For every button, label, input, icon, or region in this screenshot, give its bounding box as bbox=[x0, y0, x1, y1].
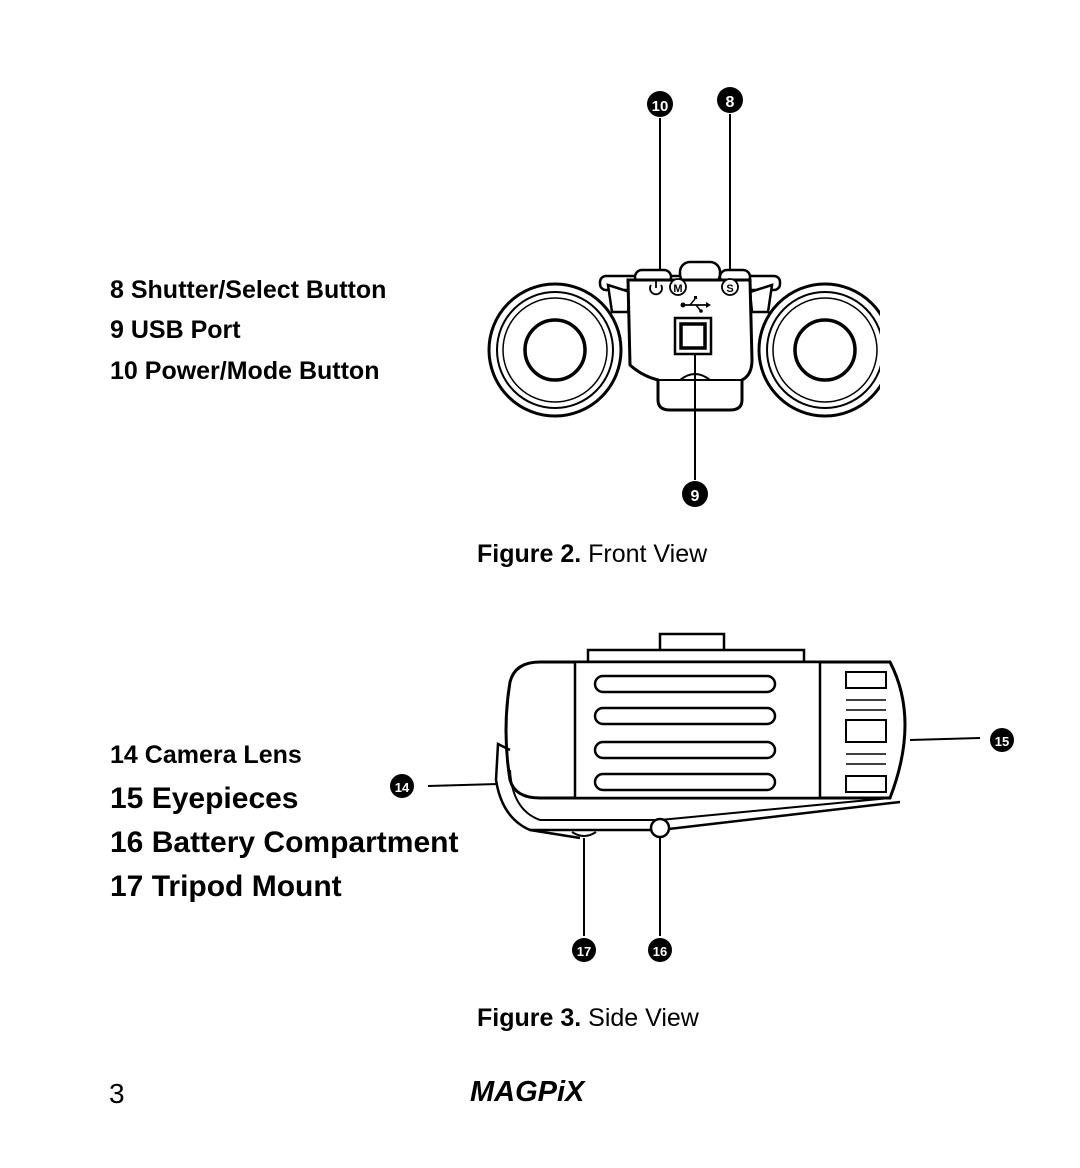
svg-text:10: 10 bbox=[652, 98, 669, 115]
page-number: 3 bbox=[109, 1078, 125, 1109]
svg-text:16: 16 bbox=[653, 944, 667, 959]
right-eyepiece bbox=[757, 282, 880, 418]
callout-8: 8 bbox=[717, 87, 743, 275]
callout-14: 14 bbox=[390, 774, 499, 798]
power-icon bbox=[649, 280, 663, 296]
callout-16: 16 bbox=[648, 837, 672, 962]
callout-10: 10 bbox=[647, 91, 673, 275]
svg-text:9: 9 bbox=[691, 488, 700, 505]
svg-text:15: 15 bbox=[995, 734, 1009, 749]
legend-item-16: 16 Battery Compartment bbox=[110, 826, 459, 859]
usb-port bbox=[673, 316, 713, 356]
side-view-illustration: 14 15 17 16 bbox=[390, 632, 1014, 962]
callout-17: 17 bbox=[572, 838, 596, 962]
left-eyepiece bbox=[487, 282, 623, 418]
legend-item-10: 10 Power/Mode Button bbox=[110, 357, 380, 385]
legend-item-14: 14 Camera Lens bbox=[110, 741, 302, 769]
legend-item-8: 8 Shutter/Select Button bbox=[110, 276, 387, 304]
figure-2-caption: Figure 2. Front View bbox=[477, 540, 708, 568]
front-view-illustration: 10 8 M S bbox=[487, 87, 880, 507]
figure-3-caption: Figure 3. Side View bbox=[477, 1004, 699, 1032]
callout-15: 15 bbox=[909, 728, 1014, 752]
usb-icon bbox=[680, 296, 711, 313]
legend-item-9: 9 USB Port bbox=[110, 316, 241, 344]
svg-text:14: 14 bbox=[395, 780, 410, 795]
svg-text:8: 8 bbox=[726, 94, 735, 111]
svg-text:S: S bbox=[726, 283, 733, 295]
legend-item-17: 17 Tripod Mount bbox=[110, 870, 342, 903]
mode-button: M bbox=[669, 278, 687, 296]
svg-text:M: M bbox=[673, 283, 682, 295]
select-button: S bbox=[721, 278, 739, 296]
svg-text:17: 17 bbox=[577, 944, 591, 959]
legend-item-15: 15 Eyepieces bbox=[110, 782, 299, 815]
callout-9: 9 bbox=[682, 354, 708, 507]
brand-logo: MAGPiX bbox=[470, 1076, 585, 1108]
